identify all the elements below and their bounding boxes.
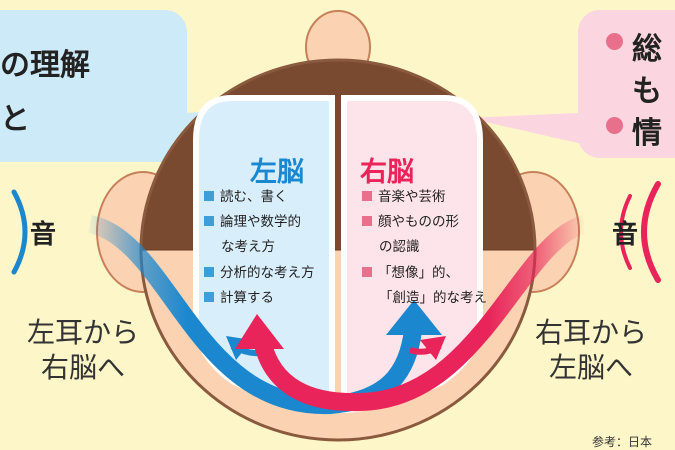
left-brain-item: 論理や数学的 [204,215,301,230]
left-brain-item-continued: な考え方 [221,239,275,255]
right-brain-item: 音楽や芸術 [362,190,446,205]
left-brain-heading: 左脳 [250,157,304,188]
left-ear-to-right-brain-arrow [87,215,442,415]
left-ear-caption: 左耳から 右脳へ [8,315,158,385]
right-ear-to-left-brain-arrow [235,215,588,412]
right-ear-caption: 右耳から 左脳へ [516,315,666,385]
left-ear-caption-line-1: 左耳から [26,316,139,349]
right-ear-caption-line-2: 左脳へ [548,351,633,384]
left-sound-wave-icon [11,189,28,275]
source-note: 参考：日本 [592,435,653,449]
right-bubble-line-2: も [632,74,662,109]
right-bubble-bullet-2 [606,117,623,134]
right-brain-heading: 右脳 [360,157,414,188]
right-ear-caption-line-1: 右耳から [534,316,647,349]
right-speech-bubble [468,10,675,158]
left-brain-item: 読む、書く [204,190,288,205]
left-bubble-line-1: の理解 [0,48,90,83]
right-bubble-line-3: 情 [632,116,662,151]
right-sound-wave-outer-icon [641,181,661,283]
right-sound-label: 音 [612,220,639,250]
right-sound-wave-inner-icon [619,194,632,270]
left-brain-item: 計算する [204,291,274,306]
left-brain-item: 分析的な考え方 [204,266,315,281]
right-brain-item: 顔やものの形 [362,215,459,230]
right-brain-item: 「想像」的、 [362,266,459,281]
right-bubble-bullet-1 [606,33,623,50]
right-brain-item-continued: 「創造」的な考え [379,290,487,306]
left-ear-caption-line-2: 右脳へ [40,351,125,384]
right-brain-item-continued: の認識 [379,239,420,255]
left-sound-label: 音 [30,220,57,250]
left-bubble-line-2: と [0,102,30,137]
right-bubble-line-1: 総 [632,32,662,67]
right-ear-arrow-tip [409,336,446,360]
